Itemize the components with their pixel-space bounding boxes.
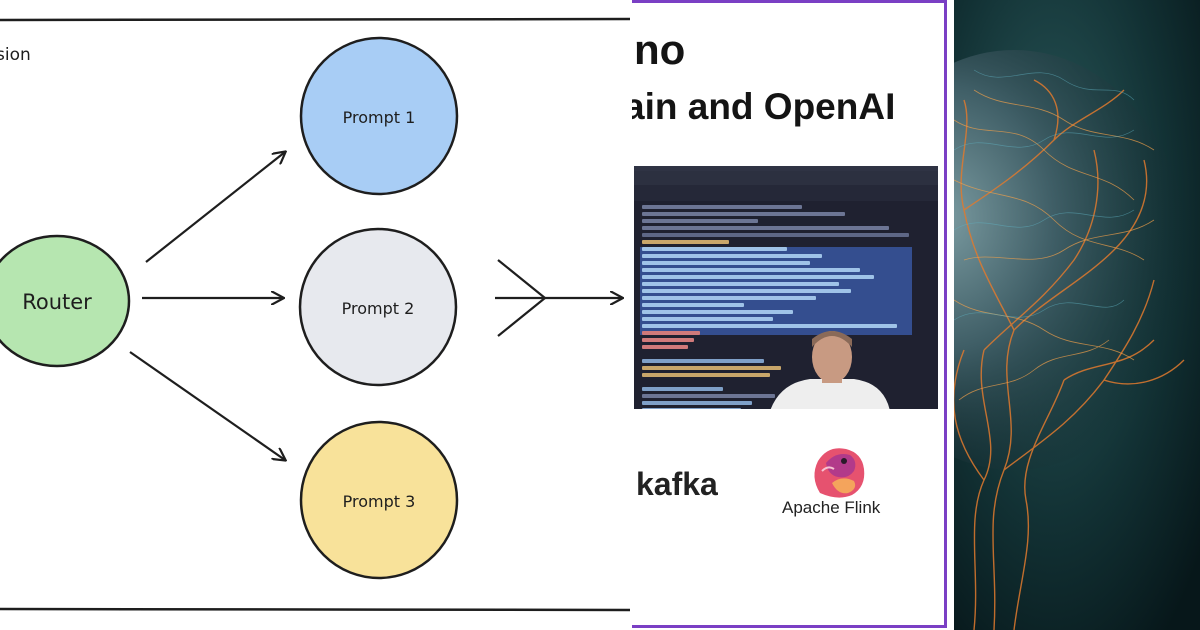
- prompt-3-node: [299, 420, 459, 580]
- slide-border: [632, 0, 947, 628]
- prompt-1-node: [299, 36, 459, 196]
- diagram-canvas: sion Router Prompt 1 Prompt 2 Prompt 3: [0, 17, 631, 612]
- router-label: Router: [22, 290, 92, 314]
- apache-flink-logo-text: Apache Flink: [782, 498, 881, 517]
- prompt-2-node: [298, 227, 458, 387]
- code-editor-screenshot: [634, 166, 938, 409]
- prompt-2-label: Prompt 2: [342, 299, 415, 318]
- slide-title-line-2: ain and OpenAI: [632, 86, 896, 127]
- neural-network-tree-icon: [954, 0, 1200, 630]
- slide-title-line-1: no: [634, 26, 686, 73]
- arrow-to-prompt-1: [145, 152, 285, 263]
- frame-bottom-line: [0, 607, 631, 612]
- router-node: [0, 234, 131, 368]
- code-lines: [642, 205, 932, 409]
- apache-flink-squirrel-icon: [814, 448, 865, 498]
- corner-label: sion: [0, 45, 31, 65]
- router-diagram: sion Router Prompt 1 Prompt 2 Prompt 3: [0, 17, 631, 612]
- presenter-webcam-icon: [770, 331, 890, 409]
- prompt-3-label: Prompt 3: [343, 492, 416, 511]
- arrow-to-prompt-3: [129, 351, 285, 460]
- prompt-1-label: Prompt 1: [343, 108, 416, 127]
- presentation-slide: no ain and OpenAI: [632, 0, 954, 630]
- frame-top-line: [0, 17, 631, 22]
- kafka-logo: kafka: [636, 466, 718, 502]
- neural-network-artwork: [954, 0, 1200, 630]
- editor-tab-bar: [634, 185, 938, 201]
- editor-toolbar: [634, 171, 938, 185]
